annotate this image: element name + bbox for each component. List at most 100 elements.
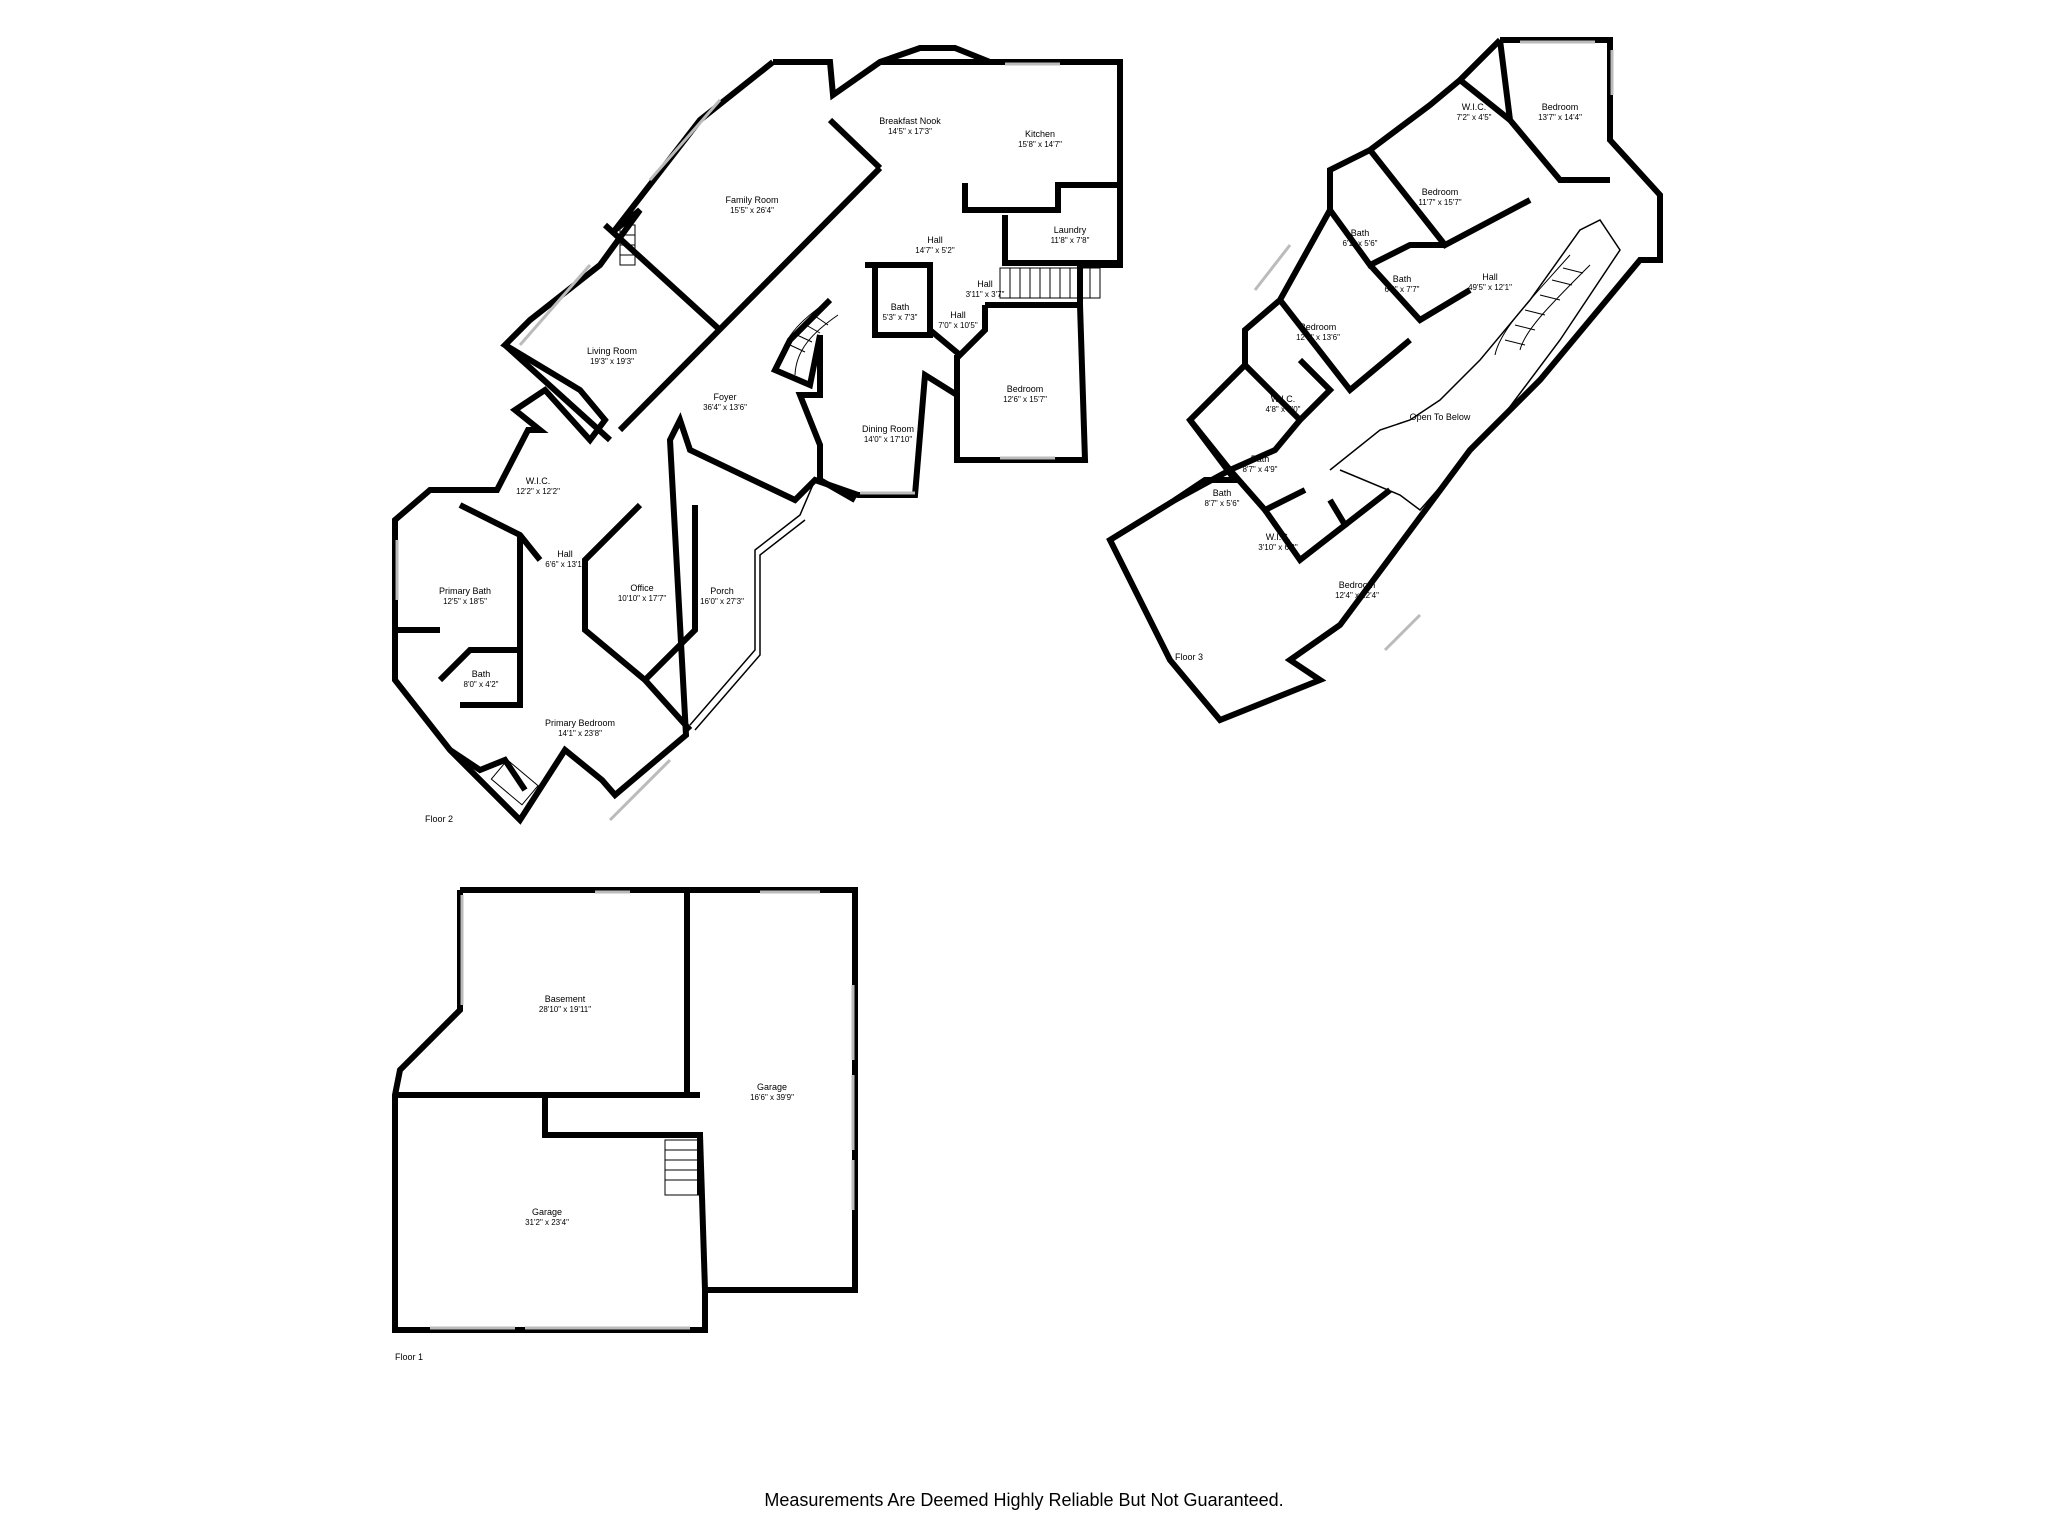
window [608, 758, 672, 822]
room-dimension: 5'3" x 7'3" [883, 313, 918, 322]
stair-floor-1 [664, 1139, 701, 1196]
room-label: Primary Bedroom [545, 718, 615, 728]
fireplace-family [619, 224, 636, 266]
room-dimension: 36'4" x 13'6" [703, 403, 747, 412]
wall-nook-family [827, 117, 883, 171]
room-dimension: 12'0" x 13'6" [1296, 333, 1340, 342]
floor-2-plan: Floor 2 [392, 45, 1123, 825]
window [1383, 613, 1422, 652]
room-label: Bath [1251, 454, 1270, 464]
stair-floor-3 [1494, 254, 1591, 356]
wall-f3-bath3 [1187, 418, 1303, 474]
room-label: Breakfast Nook [879, 116, 941, 126]
wall-living-wic [502, 342, 613, 443]
room-dimension: 7'2" x 4'5" [1457, 113, 1492, 122]
room-label: Bedroom [1542, 102, 1579, 112]
wall-foyer-stair [770, 297, 833, 390]
stair-foyer [777, 299, 839, 376]
room-label: Hall [977, 279, 993, 289]
room-label: Family Room [725, 195, 778, 205]
room-dimension: 6'1" x 5'6" [1343, 239, 1378, 248]
wall-hall-bath [865, 262, 933, 338]
room-dimension: 31'2" x 23'4" [525, 1218, 569, 1227]
room-dimension: 8'7" x 4'9" [1243, 465, 1278, 474]
room-label: Bedroom [1007, 384, 1044, 394]
room-label: Dining Room [862, 424, 914, 434]
room-dimension: 8'7" x 5'6" [1205, 499, 1240, 508]
floor-label: Floor 3 [1175, 652, 1203, 662]
room-label: Laundry [1054, 225, 1087, 235]
floor-3-plan: Floor 3 [1106, 37, 1663, 724]
wall-f3-bed3 [1277, 298, 1412, 395]
wall-family-foyer [617, 165, 883, 433]
room-dimension: 11'7" x 15'7" [1418, 198, 1461, 207]
window [1253, 244, 1292, 291]
wall-garage-east [697, 1134, 708, 1291]
room-dimension: 28'10" x 19'11" [539, 1005, 591, 1014]
room-label: Open To Below [1410, 412, 1471, 422]
room-dimension: 19'3" x 19'3" [590, 357, 634, 366]
room-label: Primary Bath [439, 586, 491, 596]
fireplace-primary [490, 759, 539, 806]
room-dimension: 10'10" x 17'7" [618, 594, 666, 603]
floor-label: Floor 2 [425, 814, 453, 824]
wall-family-living [602, 222, 723, 333]
room-label: Living Room [587, 346, 637, 356]
room-label: Garage [757, 1082, 787, 1092]
room-dimension: 3'11" x 3'7" [966, 290, 1005, 299]
room-label: Porch [710, 586, 734, 596]
room-dimension: 3'10" x 6'3" [1258, 543, 1298, 552]
floor-label: Floor 1 [395, 1352, 423, 1362]
room-label: Bath [472, 669, 491, 679]
room-label: Bath [1351, 228, 1370, 238]
open-to-below-outline [1329, 219, 1621, 512]
room-label: Hall [950, 310, 966, 320]
wall-kitchen-top [879, 45, 992, 65]
room-label: W.I.C. [526, 476, 551, 486]
room-dimension: 12'2" x 12'2" [516, 487, 560, 496]
room-dimension: 12'5" x 18'5" [443, 597, 487, 606]
room-dimension: 13'7" x 14'4" [1538, 113, 1582, 122]
room-label: Bedroom [1422, 187, 1459, 197]
room-dimension: 14'7" x 5'2" [915, 246, 955, 255]
room-label: Garage [532, 1207, 562, 1217]
room-dimension: 14'5" x 17'3" [888, 127, 932, 136]
floor-1-plan: Floor 1 [392, 887, 858, 1362]
room-dimension: 7'0" x 10'5" [938, 321, 978, 330]
room-dimension: 16'0" x 27'3" [700, 597, 744, 606]
wall-f3-bath1 [1327, 208, 1445, 269]
disclaimer-text: Measurements Are Deemed Highly Reliable … [764, 1490, 1284, 1510]
room-label: Bedroom [1339, 580, 1376, 590]
wall-f3-bed4 [1343, 487, 1392, 528]
stair-rear [999, 267, 1101, 299]
floor-3-outline [1106, 37, 1663, 724]
room-dimension: 14'0" x 17'10" [864, 435, 912, 444]
wall-primary-bed-south [448, 747, 528, 792]
room-label: Bedroom [1300, 322, 1337, 332]
window [518, 264, 592, 346]
room-label: Hall [1482, 272, 1498, 282]
wall-f3-bath2 [1367, 262, 1472, 324]
room-label: Kitchen [1025, 129, 1055, 139]
wall-f3-bath4 [1173, 466, 1307, 514]
porch-outline [689, 479, 816, 726]
room-dimension: 6'6" x 13'1" [545, 560, 585, 569]
room-label: Hall [927, 235, 943, 245]
room-label: Foyer [713, 392, 736, 402]
room-label: W.I.C. [1271, 394, 1296, 404]
window [648, 99, 722, 181]
wall-f3-wic1 [1458, 77, 1512, 123]
room-dimension: 12'6" x 15'7" [1003, 395, 1047, 404]
wall-office-primary [642, 677, 693, 733]
wall-bath-small [437, 647, 523, 708]
room-dimension: 11'8" x 7'8" [1051, 236, 1090, 245]
room-dimension: 4'8" x 7'0" [1266, 405, 1301, 414]
wall-office [582, 502, 698, 685]
wall-f3-wic3 [1262, 498, 1349, 565]
floor-1-outline [392, 887, 858, 1333]
room-dimension: 6'0" x 7'7" [1385, 285, 1420, 294]
wall-dining-west [795, 335, 857, 503]
wall-f3-bed1 [1497, 39, 1610, 183]
room-dimension: 16'6" x 39'9" [750, 1093, 794, 1102]
